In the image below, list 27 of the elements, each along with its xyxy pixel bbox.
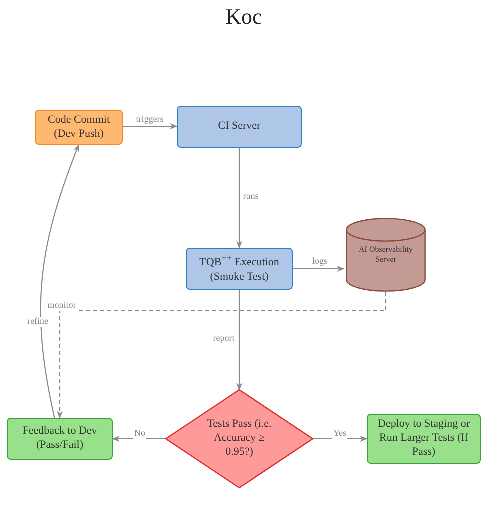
process-box [7, 418, 113, 460]
process-box [177, 106, 302, 148]
node-label: Deploy to Staging or Run Larger Tests (If Pass) [377, 418, 471, 460]
edge-label: logs [312, 257, 328, 267]
dashed-arrow [56, 292, 387, 419]
arrow [40, 144, 80, 418]
edge-label: Yes [332, 429, 348, 439]
process-box [186, 248, 293, 290]
diagram-title: Koc [224, 4, 264, 30]
node-label: Feedback to Dev (Pass/Fail) [22, 425, 98, 453]
node-label: Tests Pass (i.e. Accuracy ≥ 0.95?) [206, 418, 273, 460]
arrow [236, 148, 243, 249]
arrow [293, 266, 345, 272]
edge-label: runs [242, 192, 260, 202]
arrow [236, 290, 243, 391]
process-box [367, 414, 481, 464]
edge-label: No [134, 429, 146, 439]
arrow [123, 123, 178, 130]
edge-label: monitor [46, 301, 78, 311]
node-label: AI Observability Server [358, 245, 414, 265]
edge-label: triggers [135, 115, 165, 125]
edge-label: refine [26, 317, 50, 327]
node-label: Code Commit (Dev Push) [46, 114, 112, 142]
node-label: TQB$^{++}$ Execution (Smoke Test) [198, 253, 280, 285]
node-label: CI Server [218, 120, 261, 134]
edge-label: report [212, 334, 236, 344]
process-box [35, 110, 123, 145]
